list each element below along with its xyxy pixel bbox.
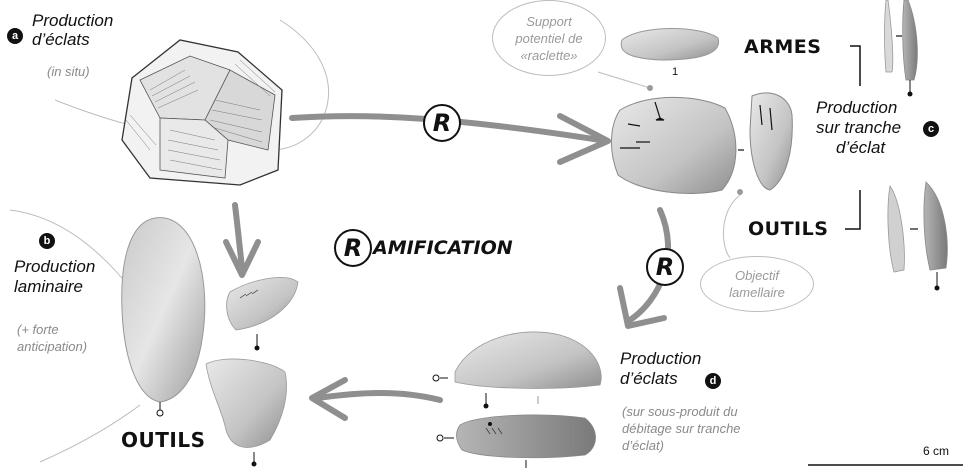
label-d-line1: Production — [620, 349, 701, 369]
badge-a: a — [7, 28, 23, 44]
weapon-piece-1 — [885, 0, 893, 72]
bubble-support-line3: «raclette» — [515, 47, 582, 64]
label-d-note-line3: d’éclat) — [622, 437, 664, 454]
title-ramification-text: AMIFICATION — [373, 237, 513, 259]
label-b-line1: Production — [14, 257, 95, 277]
badge-c: c — [923, 121, 939, 137]
weapon-piece-2 — [903, 0, 918, 80]
label-a-line2: d’éclats — [32, 30, 90, 50]
label-d-note-line1: (sur sous-produit du — [622, 403, 738, 420]
bubble-objectif-line1: Objectif — [729, 267, 785, 284]
tool-piece-mid-2 — [206, 359, 287, 447]
guide-curve-a — [55, 100, 130, 125]
r-symbol-top: R — [423, 104, 461, 142]
core-a-drawing — [122, 40, 282, 185]
badge-b: b — [39, 233, 55, 249]
r-symbol-right: R — [646, 248, 684, 286]
bubble-support-line1: Support — [515, 13, 582, 30]
label-outils-right: OUTILS — [748, 218, 828, 240]
laminar-blade — [122, 218, 205, 402]
badge-d: d — [705, 373, 721, 389]
tool-piece-right-2 — [924, 182, 947, 270]
scale-label: 6 cm — [923, 444, 949, 458]
flake-1-marker — [647, 85, 653, 91]
figure-number: 1 — [672, 66, 678, 78]
bubble-leader-support — [598, 72, 650, 88]
flake-d-top — [455, 332, 601, 389]
arrow-d-to-left — [318, 393, 440, 400]
label-outils-left: OUTILS — [121, 428, 205, 452]
label-c-line2: sur tranche — [816, 118, 901, 138]
label-d-note-line2: débitage sur tranche — [622, 420, 741, 437]
flake-d-bottom — [456, 415, 595, 458]
flake-1 — [621, 28, 718, 60]
bubble-support-raclette: Support potentiel de «raclette» — [492, 0, 606, 76]
label-a-note: (in situ) — [47, 63, 90, 80]
label-c-line1: Production — [816, 98, 897, 118]
label-armes: ARMES — [744, 36, 821, 58]
bubble-objectif-lamellaire: Objectif lamellaire — [700, 256, 814, 312]
label-d-line2: d’éclats — [620, 369, 678, 389]
label-b-note-line1: (+ forte — [17, 321, 59, 338]
tool-piece-mid-1 — [227, 277, 298, 330]
bubble-support-line2: potentiel de — [515, 30, 582, 47]
bubble-leader-objectif — [723, 195, 740, 258]
armes-bracket — [850, 46, 860, 86]
outils-bracket — [845, 190, 860, 229]
title-r-symbol: R — [334, 229, 372, 267]
core-1-side — [750, 93, 792, 190]
label-a-line1: Production — [32, 11, 113, 31]
tool-piece-right-1 — [888, 186, 904, 272]
bubble-objectif-line2: lamellaire — [729, 284, 785, 301]
label-b-note-line2: anticipation) — [17, 338, 87, 355]
label-b-line2: laminaire — [14, 277, 83, 297]
label-c-line3: d’éclat — [836, 138, 885, 158]
core-1 — [611, 97, 735, 193]
core-1-side-marker — [737, 189, 743, 195]
